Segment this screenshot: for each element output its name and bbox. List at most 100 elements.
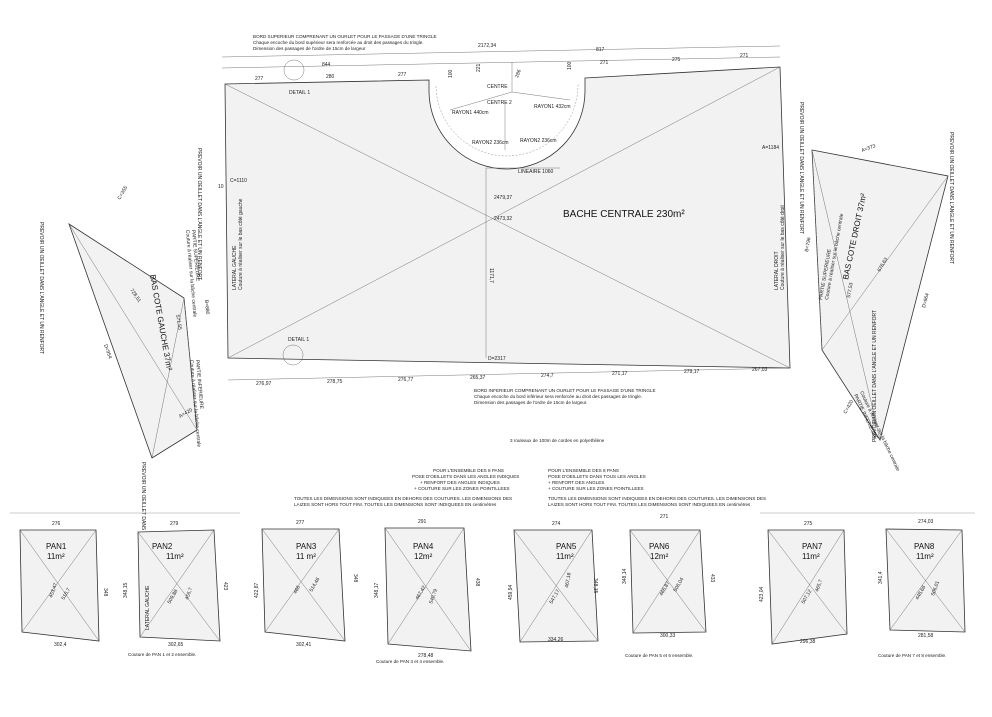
top-seg-271-right: 271 <box>740 53 749 59</box>
centre2-label: CENTRE 2 <box>487 100 512 106</box>
pan6-diag-b <box>632 529 701 634</box>
bottom-seg-1: 276,97 <box>256 381 272 387</box>
pan1-bottom: 302,4 <box>54 642 67 648</box>
panel-note-left-3: + RENFORT DES ANGLES INDIQUES <box>420 480 500 485</box>
top-note-line3: Dimension des passages de l'ordre de 15c… <box>253 46 366 51</box>
pan3-name: PAN3 <box>296 542 317 551</box>
pan5-diag-b <box>519 529 593 643</box>
central-diag-1 <box>224 83 791 369</box>
central-bottom-d: D=2317 <box>488 356 506 362</box>
pan4-diag-b <box>387 527 465 645</box>
panel-pan7: PAN7 11m² 275 296,38 423,04 507,12 465,7 <box>759 521 848 645</box>
left-sheet-diag2-label: 571,55 <box>174 314 183 330</box>
pan2-diag-b <box>139 529 215 638</box>
panel-note-right-1: POUR L'ENSEMBLE DES 8 PANS <box>548 468 619 473</box>
bottom-seg-6: 271,17 <box>612 371 628 377</box>
left-sheet-diag <box>68 223 198 431</box>
pan1-name: PAN1 <box>46 542 67 551</box>
right-sheet-eyelet-tl: PREVOIR UN OEILLET DANS L'ANGLE ET UN RE… <box>798 102 804 234</box>
top-seg-817: 817 <box>596 47 605 53</box>
right-sheet-d: D=964 <box>921 292 931 308</box>
central-linear: LINEAIRE 1060 <box>518 169 554 175</box>
pan2-diag-a <box>137 531 221 642</box>
couture-78: Couture de PAN 7 et 8 ensemble. <box>878 653 946 658</box>
pan6-name: PAN6 <box>649 542 670 551</box>
pan5-name: PAN5 <box>556 542 577 551</box>
top-note-line2: Chaque encoche du bord supérieur sera re… <box>253 40 424 45</box>
rayon-right-line <box>511 91 571 101</box>
pan7-diag-b <box>771 529 845 645</box>
right-sheet-a: A=373 <box>861 143 877 154</box>
pan1-diag-a <box>19 529 100 642</box>
panel-note-right-2: POSE D'OEILLETS DANS TOUS LES ANGLES <box>548 474 646 479</box>
left-sheet-eyelet-tr: PREVOIR UN OEILLET DANS L'ANGLE ET UN RE… <box>196 148 202 280</box>
central-height-c: C=1110 <box>230 178 247 184</box>
ropes-note: 3 rouleaux de 100m de cordes en polyethi… <box>510 438 605 443</box>
small-100a: 100 <box>448 69 454 78</box>
bottom-dim-line <box>227 367 791 381</box>
pan6-area: 12m² <box>650 552 669 561</box>
pan7-d2: 465,7 <box>814 579 824 593</box>
couture-56: Couture de PAN 5 et 6 ensemble. <box>625 653 693 658</box>
pan4-name: PAN4 <box>413 542 434 551</box>
left-sheet-diag2 <box>151 297 185 459</box>
rayon1-right-label: RAYON1 432cm <box>534 104 571 110</box>
pan8-area: 11m² <box>916 552 934 561</box>
pan7-top: 275 <box>804 521 813 527</box>
panel-note-left-1: POUR L'ENSEMBLE DES 8 PANS <box>433 468 504 473</box>
pan3-top: 277 <box>296 520 305 526</box>
pan5-left: 459,94 <box>508 584 514 600</box>
left-sheet-d: D=954 <box>102 344 113 360</box>
pan6-bottom: 300,33 <box>660 633 676 639</box>
pan2-extra: LATERAL GAUCHE <box>145 585 151 630</box>
bottom-seg-3: 276,77 <box>398 377 414 383</box>
pan1-right: 348 <box>102 588 108 597</box>
left-sheet-inferieure: PARTIE INFERIEURE <box>194 360 204 410</box>
pan4-area: 12m² <box>414 552 433 561</box>
small-286: 286 <box>514 69 523 79</box>
pan5-diag-a <box>513 529 599 642</box>
pan4-bottom: 278,48 <box>418 653 434 659</box>
pan2-right: 423 <box>222 582 228 591</box>
panel-note-left-6: LAIZES SONT HORS TOUT FINI. TOUTES LES D… <box>294 502 497 507</box>
small-221: 221 <box>476 63 482 72</box>
pan5-bottom: 334,26 <box>548 637 564 643</box>
panel-pan3: PAN3 11 m² 277 302,41 422,87 348 466 514… <box>254 520 358 648</box>
pan5-area: 11m² <box>556 552 574 561</box>
panel-note-right-3: + RENFORT DES ANGLES <box>548 480 604 485</box>
central-arc-dashed <box>435 83 579 157</box>
panel-note-left-2: POSE D'OEILLETS DANS LES ANGLES INDIQUES <box>412 474 519 479</box>
top-seg-277b: 277 <box>398 72 407 78</box>
pan7-bottom: 296,38 <box>800 639 816 645</box>
pan8-d2: 506,01 <box>930 580 941 597</box>
couture-34: Couture de PAN 3 et 4 ensemble. <box>376 659 444 664</box>
pan7-left: 423,04 <box>759 586 765 602</box>
bottom-seg-8: 267,03 <box>752 367 768 373</box>
right-sheet-diag2 <box>821 175 949 351</box>
pan7-name: PAN7 <box>802 542 823 551</box>
pan3-d1: 466 <box>293 585 302 595</box>
pan1-diag-b <box>21 529 97 633</box>
left-sheet-b: B=880 <box>203 300 210 315</box>
pan7-diag-a <box>767 529 848 635</box>
central-diag1-label: 2479,37 <box>494 195 512 201</box>
bottom-note-line1: BORD INFERIEUR COMPRENANT UN OURLET POUR… <box>474 388 656 393</box>
pan2-d2: 455,7 <box>184 587 194 601</box>
panel-pan2: PAN2 11m² 279 302,65 348,15 423 509,88 4… <box>123 521 228 648</box>
lateral-gauche-note: Couture à réaliser sur le bas côté gauch… <box>238 198 244 290</box>
couture-12: Couture de PAN 1 et 2 ensemble. <box>128 652 196 657</box>
detail1-bottom-label: DETAIL 1 <box>288 337 309 343</box>
small-10: 10 <box>218 184 224 190</box>
panel-pan5: PAN5 11m² 274 334,26 459,94 348,15 547,1… <box>508 521 599 643</box>
panel-pan1: PAN1 11m² 276 302,4 348 453,47 516,7 <box>19 521 108 648</box>
pan2-area: 11m² <box>166 552 184 561</box>
pan4-right: 438 <box>474 578 480 587</box>
right-sheet-eyelet-b: PREVOIR UN OEILLET DANS L'ANGLE ET UN RE… <box>872 310 878 442</box>
panel-note-right-6: LAIZES SONT HORS TOUT FINI. TOUTES LES D… <box>548 502 751 507</box>
top-overall-dim-line <box>221 45 781 58</box>
pan6-top: 271 <box>660 514 669 520</box>
lateral-droit-note: Couture à réaliser sur le bas côté droit <box>780 205 786 290</box>
right-sheet-c: C=420 <box>843 399 856 415</box>
rayon-left-line <box>449 91 513 111</box>
